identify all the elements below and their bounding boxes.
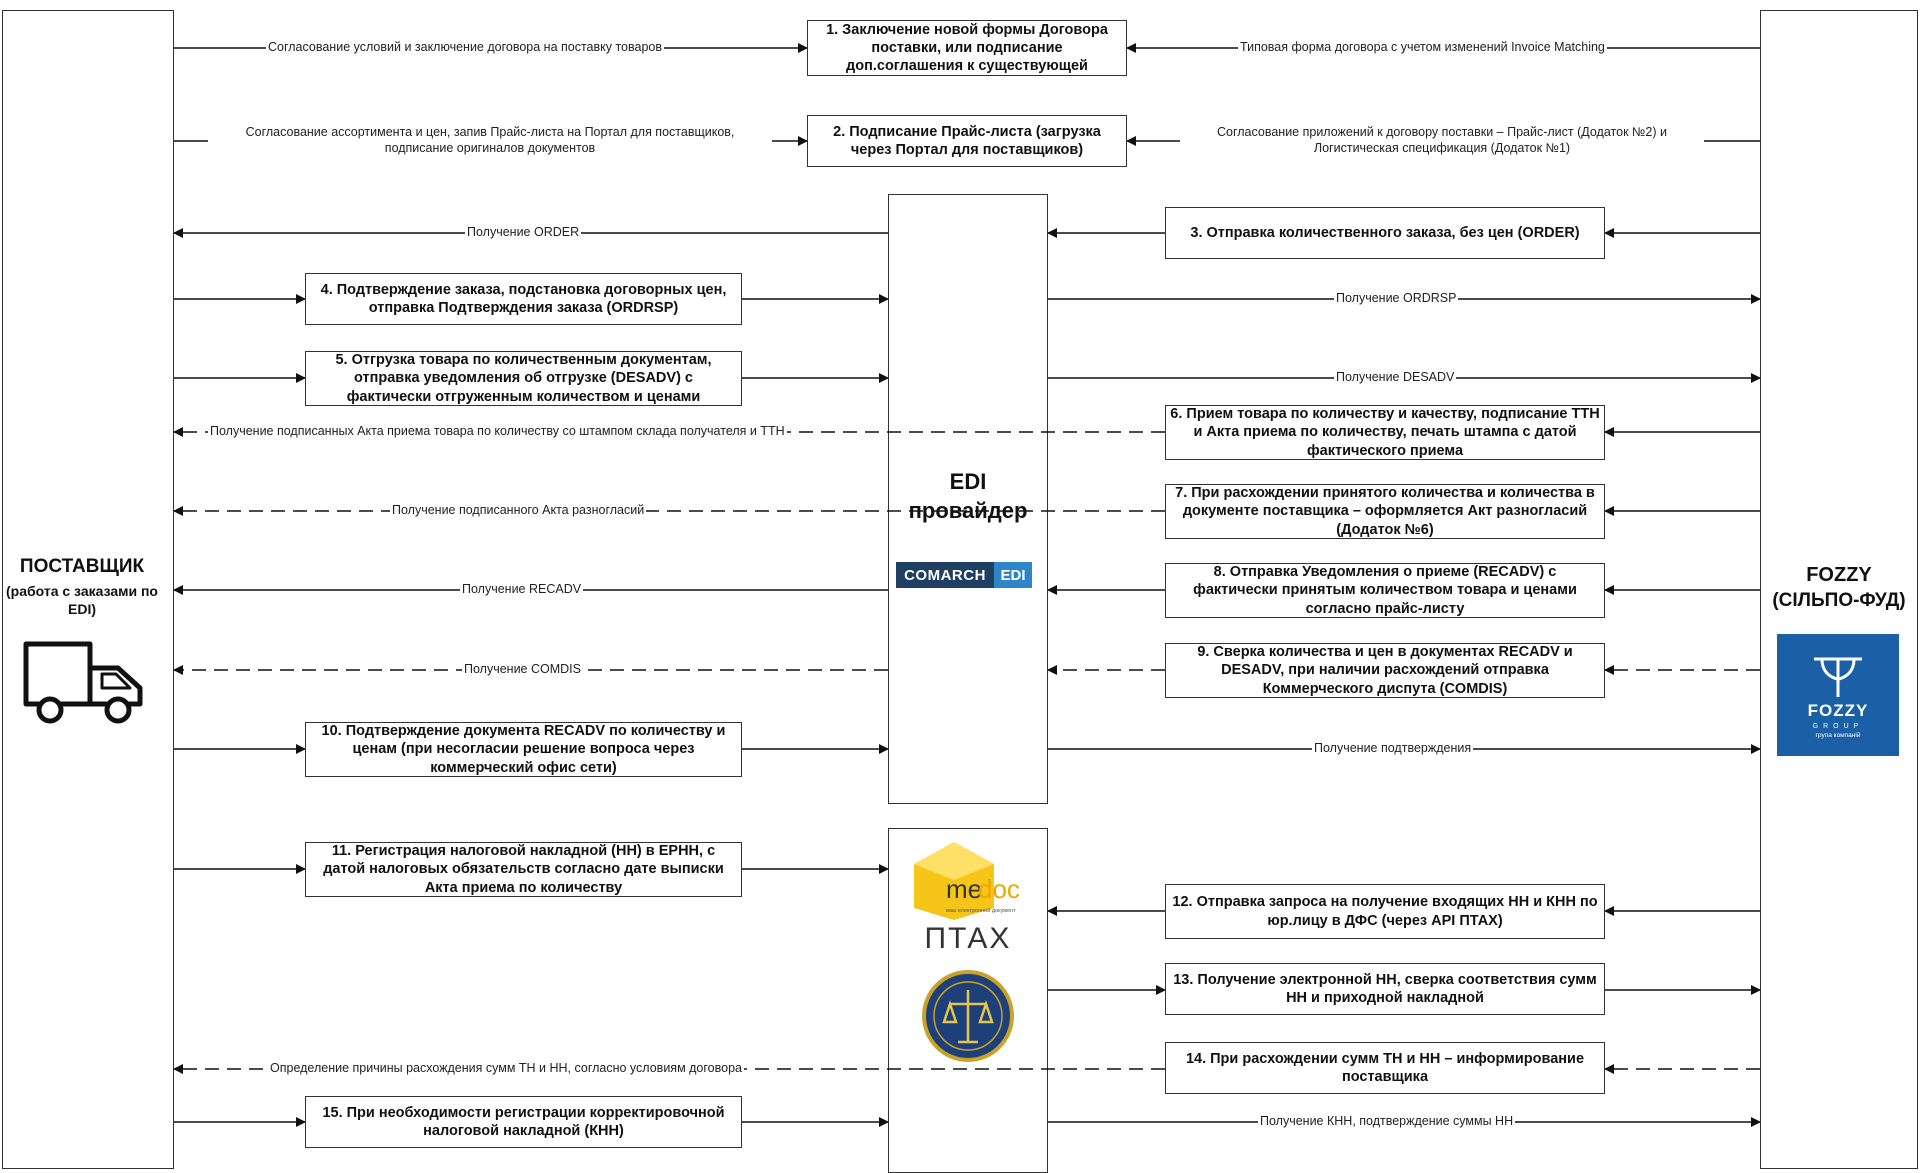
flow-label: Получение ORDRSP [1334,290,1459,307]
step-7-box: 7. При расхождении принятого количества … [1165,484,1605,539]
fozzy-emblem-icon [1814,657,1862,697]
supplier-title: ПОСТАВЩИК [19,556,145,577]
ptax-logo: ПТАХ [924,922,1012,955]
flow-label: Получение подтверждения [1312,740,1474,757]
step-13-box: 13. Получение электронной НН, сверка соо… [1165,963,1605,1015]
step-10-box: 10. Подтверждение документа RECADV по ко… [305,722,742,777]
flow-label: Получение COMDIS [462,661,583,678]
step-3-box: 3. Отправка количественного заказа, без … [1165,207,1605,259]
fozzy-logo-name: FOZZY [1807,701,1869,720]
step-5-box: 5. Отгрузка товара по количественным док… [305,351,742,406]
truck-icon [23,641,143,724]
step-4-box: 4. Подтверждение заказа, подстановка дог… [305,273,742,325]
fozzy-logo-tagline: група компаній [1815,732,1861,739]
supplier-subtitle: (работа с заказами по EDI) [5,583,158,618]
dfs-emblem-icon [922,970,1014,1062]
edi-provider-title: EDI провайдер [908,469,1028,523]
medoc-logo-main: me [946,874,982,904]
step-1-box: 1. Заключение новой формы Договора поста… [807,20,1127,76]
step-6-box: 6. Прием товара по количеству и качеству… [1165,405,1605,460]
flow-label: Получение подписанных Акта приема товара… [208,423,787,440]
step-15-box: 15. При необходимости регистрации коррек… [305,1096,742,1148]
flow-label: Согласование условий и заключение догово… [266,39,665,56]
step-8-box: 8. Отправка Уведомления о приеме (RECADV… [1165,563,1605,618]
flow-label: Определение причины расхождения сумм ТН … [268,1060,744,1077]
step-12-box: 12. Отправка запроса на получение входящ… [1165,884,1605,939]
step-14-box: 14. При расхождении сумм ТН и НН – инфор… [1165,1042,1605,1094]
edi-provider-box [888,194,1048,804]
step-2-box: 2. Подписание Прайс-листа (загрузка чере… [807,115,1127,167]
comarch-logo-suffix: EDI [994,562,1032,588]
fozzy-logo-group: GROUP [1812,723,1864,730]
flow-label: Получение подписанного Акта разногласий [390,502,647,519]
fozzy-lane [1760,10,1918,1169]
fozzy-group-logo: FOZZY GROUP група компаній [1777,634,1899,756]
flow-label: Получение DESADV [1334,369,1457,386]
step-11-box: 11. Регистрация налоговой накладной (НН)… [305,842,742,897]
flow-label: Типовая форма договора с учетом изменени… [1238,39,1607,56]
medoc-logo: me doc ваш електронний документ [914,842,1020,920]
fozzy-subtitle: (СІЛЬПО-ФУД) [1772,590,1906,611]
flow-label: Получение КНН, подтверждение суммы НН [1258,1113,1516,1130]
flow-label: Получение ORDER [465,224,582,241]
comarch-edi-logo: COMARCH EDI [896,562,1032,588]
flow-label: Получение RECADV [460,581,584,598]
medoc-logo-second: doc [978,874,1020,904]
fozzy-title: FOZZY [1806,564,1872,586]
medoc-logo-tagline: ваш електронний документ [946,907,1016,914]
flow-label: Согласование приложений к договору поста… [1180,124,1704,157]
flow-label: Согласование ассортимента и цен, запив П… [208,124,772,157]
comarch-logo-name: COMARCH [896,562,994,588]
step-9-box: 9. Сверка количества и цен в документах … [1165,643,1605,698]
supplier-lane [2,10,174,1169]
